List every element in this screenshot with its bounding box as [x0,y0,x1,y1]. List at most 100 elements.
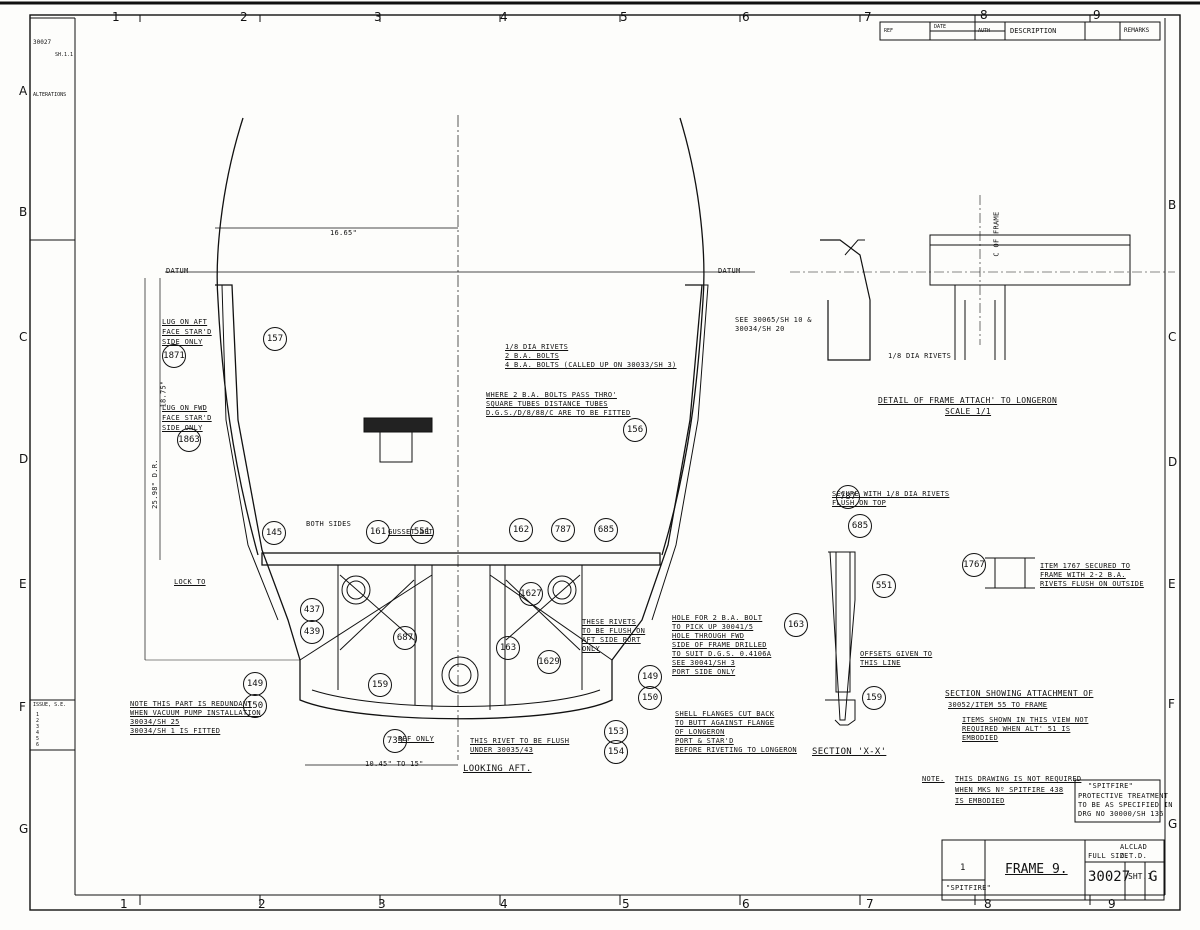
detail-scale: SCALE 1/1 [945,407,992,416]
grid-col-1: 1 [112,10,120,24]
section-xx-title: SECTION 'X-X' [812,747,887,757]
spec: D.T.D. [1120,852,1148,860]
lug-fwd-2: FACE STAR'D [162,414,212,422]
rivet-legend-2: 2 B.A. BOLTS [505,352,560,360]
balloon-149-left: 149 [243,672,267,696]
protective-line-2: TO BE AS SPECIFIED IN [1078,801,1173,809]
strip-issue-5: 5 [36,736,40,742]
balloon-687: 687 [393,626,417,650]
balloon-157: 157 [263,327,287,351]
pump-note-2: WHEN VACUUM PUMP INSTALLATION [130,709,261,717]
protective-heading: "SPITFIRE" [1088,782,1134,790]
see-note-1: SEE 30065/SH 10 & [735,316,812,324]
balloon-437: 437 [300,598,324,622]
pump-note-1: NOTE THIS PART IS REDUNDANT [130,700,252,708]
ref-only: REF ONLY [398,735,435,743]
balloon-551: 551 [410,520,434,544]
strip-issue-3: 3 [36,724,40,730]
rev-auth-header: Auth [978,28,991,34]
balloon-156: 156 [623,418,647,442]
hole-note-1: HOLE FOR 2 B.A. BOLT [672,614,763,622]
balloon-739: 739 [383,729,407,753]
item-1767-note-2: FRAME WITH 2-2 B.A. [1040,571,1126,579]
grid-col-9-bottom: 9 [1108,897,1116,911]
note-line-2: WHEN MKS Nº SPITFIRE 438 [955,786,1064,794]
pump-note-4: 30034/SH 1 IS FITTED [130,727,221,735]
grid-row-e: E [19,577,27,591]
detail-rivets: 1/8 DIA RIVETS [888,352,952,360]
balloon-145: 145 [262,521,286,545]
shell-note-2: TO BUTT AGAINST FLANGE [675,719,775,727]
dim-bottom: 10.45" TO 15" [365,760,424,768]
strip-issue-2: 2 [36,718,40,724]
shell-note-1: SHELL FLANGES CUT BACK [675,710,775,718]
strip-issue-4: 4 [36,730,40,736]
balloon-163: 163 [496,636,520,660]
strip-issue-6: 6 [36,742,40,748]
grid-col-2: 2 [240,10,248,24]
hole-note-6: SEE 30041/SH 3 [672,659,736,667]
secure-note-2: FLUSH ON TOP [832,499,887,507]
grid-col-4-bottom: 4 [500,897,508,911]
note-line-3: IS EMBODIED [955,797,1005,805]
pump-note-3: 30034/SH 25 [130,718,180,726]
grid-col-7-bottom: 7 [866,897,874,911]
grid-row-d-right: D [1168,455,1178,469]
rev-remarks-header: Remarks [1124,27,1150,34]
balloon-163-section: 163 [784,613,808,637]
grid-col-3-bottom: 3 [378,897,386,911]
hole-note-4: SIDE OF FRAME DRILLED [672,641,767,649]
tube-note-3: D.G.S./D/8/88/C ARE TO BE FITTED [486,409,631,417]
grid-row-c-right: C [1168,330,1177,344]
grid-row-b: B [19,205,28,219]
looking-aft: LOOKING AFT. [463,764,532,774]
balloon-159: 159 [368,673,392,697]
shell-note-5: BEFORE RIVETING TO LONGERON [675,746,797,754]
balloon-159-section: 159 [862,686,886,710]
drawing-sheet-no: SHT.1 [1128,872,1153,881]
lug-aft-2: FACE STAR'D [162,328,212,336]
section-attach-sub: 30052/ITEM 55 TO FRAME [948,701,1048,709]
balloon-1767: 1767 [962,553,986,577]
flush-note-1: THESE RIVETS [582,618,637,626]
balloon-1863: 1863 [177,428,201,452]
rev-ref-header: Ref [884,28,894,34]
hole-note-7: PORT SIDE ONLY [672,668,736,676]
balloon-154: 154 [604,740,628,764]
protective-line-1: PROTECTIVE TREATMENT [1078,792,1169,800]
balloon-685: 685 [594,518,618,542]
both-sides: BOTH SIDES [306,520,352,528]
grid-col-9: 9 [1093,8,1101,22]
grid-row-f-right: F [1168,697,1175,711]
strip-alterations: ALTERATIONS [33,92,67,98]
drawing-title: FRAME 9. [1005,862,1068,877]
lug-aft-1: LUG ON AFT [162,318,208,326]
balloon-787-section: 787 [836,485,860,509]
aircraft-name: "SPITFIRE" [946,884,992,892]
balloon-1629: 1629 [537,650,561,674]
hole-note-2: TO PICK UP 30041/5 [672,623,754,631]
rivet-note-1: THIS RIVET TO BE FLUSH [470,737,570,745]
balloon-439: 439 [300,620,324,644]
drawing-number: 30027 [1088,869,1131,885]
note-label: NOTE. [922,775,945,783]
grid-col-5: 5 [620,10,628,24]
rev-description-header: Description [1010,27,1057,35]
shell-note-3: OF LONGERON [675,728,725,736]
grid-col-6: 6 [742,10,750,24]
rivet-legend-3: 4 B.A. BOLTS (CALLED UP ON 30033/SH 3) [505,361,677,369]
material: ALCLAD [1120,843,1148,851]
grid-row-e-right: E [1168,577,1176,591]
strip-drawing-no: 30027 [33,39,52,46]
item-1767-note-3: RIVETS FLUSH ON OUTSIDE [1040,580,1144,588]
dim-top: 16.65" [330,229,358,237]
section-attach-title: SECTION SHOWING ATTACHMENT OF [945,689,1094,698]
grid-col-2-bottom: 2 [258,897,266,911]
note-line-1: THIS DRAWING IS NOT REQUIRED [955,775,1082,783]
datum-left: DATUM [166,267,189,275]
items-note-1: ITEMS SHOWN IN THIS VIEW NOT [962,716,1089,724]
grid-col-8: 8 [980,8,988,22]
lug-fwd-1: LUG ON FWD [162,404,208,412]
items-note-3: EMBODIED [962,734,999,742]
